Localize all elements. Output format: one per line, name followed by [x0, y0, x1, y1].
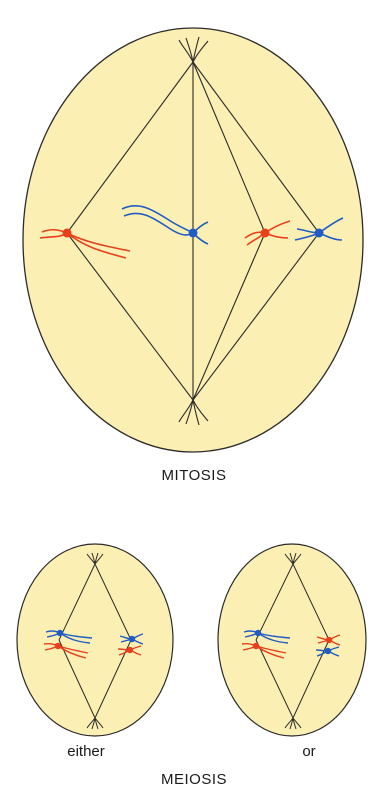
meiosis-either-right-red-chromosome [117, 645, 142, 656]
mitosis-chromosome-blue-right [294, 217, 344, 241]
mitosis-label: MITOSIS [162, 467, 227, 484]
meiosis-or-left-blue-chromosome [243, 629, 291, 644]
mitosis-top-pole [178, 36, 209, 63]
meiosis-either-membrane [16, 543, 174, 737]
meiosis-or-right-red-chromosome [316, 634, 341, 646]
meiosis-cell-or [217, 543, 367, 737]
meiosis-or-left-red-chromosome [241, 642, 287, 659]
or-label: or [302, 743, 315, 760]
meiosis-either-spindle [58, 552, 132, 730]
meiosis-or-right-blue-chromosome [315, 646, 340, 657]
mitosis-chromosome-red-left [39, 228, 131, 259]
meiosis-label: MEIOSIS [161, 771, 227, 788]
mitosis-chromosome-red-right [244, 220, 291, 246]
meiosis-either-left-red-chromosome [43, 642, 89, 659]
mitosis-chromosome-blue-middle [121, 205, 209, 245]
meiosis-either-left-blue-chromosome [45, 629, 93, 644]
meiosis-either-right-blue-chromosome [119, 633, 144, 645]
meiosis-cell-either [16, 543, 174, 737]
meiosis-or-membrane [217, 543, 367, 737]
mitosis-cell [22, 27, 364, 453]
meiosis-or-spindle [255, 552, 330, 730]
either-label: either [67, 743, 105, 760]
mitosis-bottom-pole [178, 399, 209, 426]
